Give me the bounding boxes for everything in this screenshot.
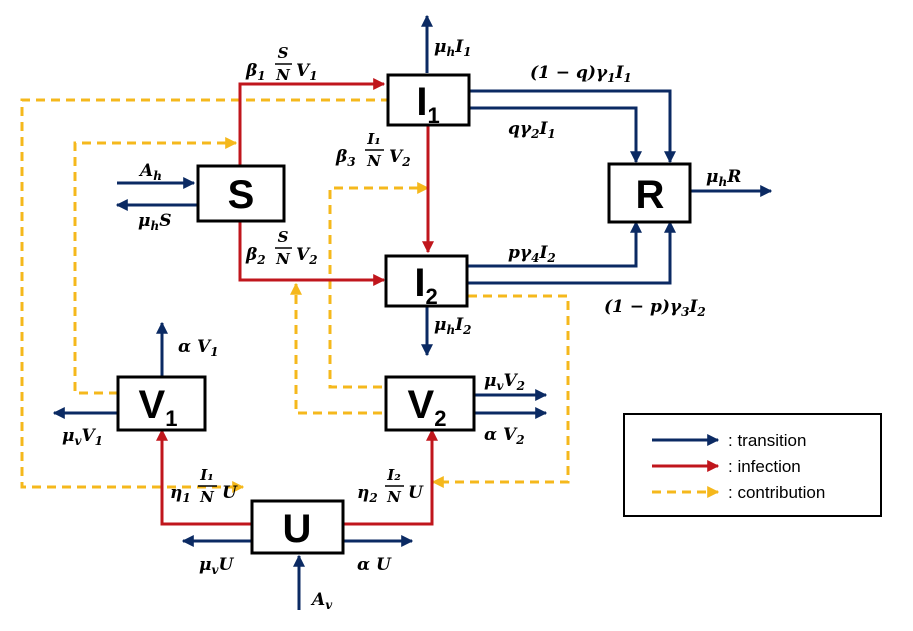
node-i1: I1 xyxy=(386,73,471,128)
label-muh-s: μhS xyxy=(138,211,171,233)
node-v1-sub: 1 xyxy=(165,406,177,431)
svg-text:I1: I1 xyxy=(416,80,439,128)
svg-text:V1: V1 xyxy=(139,383,178,431)
node-s: S xyxy=(196,164,286,223)
label-beta1: β1 S N V1 xyxy=(245,44,318,84)
infection-s-to-i1 xyxy=(238,78,386,166)
label-alpha-u: α U xyxy=(357,555,392,575)
label-av: Av xyxy=(310,590,333,612)
svg-text:N: N xyxy=(275,250,291,268)
node-u-label: U xyxy=(283,507,312,551)
transition-i1-r-gamma1 xyxy=(469,89,676,164)
label-ah: Ah xyxy=(138,161,162,183)
transition-i2-r-gamma4 xyxy=(467,220,642,268)
legend-transition-label: : transition xyxy=(728,431,806,450)
label-alpha-v1: α V1 xyxy=(178,337,219,359)
label-muh-i2: μhI2 xyxy=(434,315,472,337)
label-muh-i1: μhI1 xyxy=(434,37,472,59)
node-s-label: S xyxy=(228,173,255,217)
infection-u-to-v2 xyxy=(343,428,438,526)
svg-text:β1: β1 xyxy=(245,61,266,83)
contribution-i2-to-u xyxy=(431,294,570,488)
svg-text:η2: η2 xyxy=(357,483,378,505)
svg-text:N: N xyxy=(386,488,402,506)
label-muv-u: μvU xyxy=(199,555,234,577)
node-i2-sub: 2 xyxy=(425,284,437,309)
label-eta1: η1 I₁ N U xyxy=(170,466,238,506)
svg-text:V2: V2 xyxy=(296,245,318,267)
node-i1-label: I xyxy=(416,80,427,124)
svg-text:β3: β3 xyxy=(335,147,356,169)
contribution-i1-to-u xyxy=(20,98,390,493)
transition-i2-r-gamma3 xyxy=(467,220,676,285)
contribution-v2-to-i1i2 xyxy=(328,182,430,389)
svg-text:N: N xyxy=(366,152,382,170)
node-v2: V2 xyxy=(384,375,476,432)
svg-text:V1: V1 xyxy=(296,61,318,83)
svg-text:U: U xyxy=(222,483,238,503)
svg-text:S: S xyxy=(278,228,289,246)
label-alpha-v2: α V2 xyxy=(484,425,525,447)
node-v2-label: V xyxy=(408,383,435,427)
svg-text:I₁: I₁ xyxy=(366,130,381,148)
svg-text:V2: V2 xyxy=(389,147,411,169)
label-gamma4: pγ4I2 xyxy=(508,243,556,265)
node-v2-sub: 2 xyxy=(434,406,446,431)
node-i1-sub: 1 xyxy=(427,103,439,128)
node-r-label: R xyxy=(636,173,665,217)
label-beta2: β2 S N V2 xyxy=(245,228,318,268)
legend-contribution-label: : contribution xyxy=(728,483,825,502)
contribution-v2-to-s xyxy=(290,282,382,415)
svg-text:N: N xyxy=(199,488,215,506)
node-r: R xyxy=(607,162,692,224)
label-beta3: β3 I₁ N V2 xyxy=(335,130,411,170)
svg-text:β2: β2 xyxy=(245,245,266,267)
infection-u-to-v1 xyxy=(156,428,252,526)
svg-text:V2: V2 xyxy=(408,383,447,431)
label-gamma3: (1 − p)γ3I2 xyxy=(604,297,706,319)
svg-text:U: U xyxy=(408,483,424,503)
infection-s-to-i2 xyxy=(238,221,386,286)
label-gamma1: (1 − q)γ1I1 xyxy=(530,63,632,85)
transition-i1-r-gamma2 xyxy=(469,106,642,164)
node-v1: V1 xyxy=(116,375,207,432)
node-u: U xyxy=(250,499,345,555)
label-muv-v1: μvV1 xyxy=(62,426,103,448)
legend-infection-label: : infection xyxy=(728,457,801,476)
svg-text:I2: I2 xyxy=(414,261,437,309)
label-gamma2: qγ2I1 xyxy=(508,119,556,141)
svg-text:η1: η1 xyxy=(170,483,191,505)
label-eta2: η2 I₂ N U xyxy=(357,466,424,506)
node-i2: I2 xyxy=(384,254,469,309)
legend: : transition : infection : contribution xyxy=(623,413,882,517)
svg-text:S: S xyxy=(278,44,289,62)
node-v1-label: V xyxy=(139,383,166,427)
svg-text:N: N xyxy=(275,66,291,84)
svg-text:I₂: I₂ xyxy=(386,466,401,484)
node-i2-label: I xyxy=(414,261,425,305)
label-muv-v2: μvV2 xyxy=(484,371,525,393)
contribution-v1-to-s xyxy=(73,137,238,395)
label-muh-r: μhR xyxy=(706,167,741,189)
svg-text:I₁: I₁ xyxy=(199,466,214,484)
